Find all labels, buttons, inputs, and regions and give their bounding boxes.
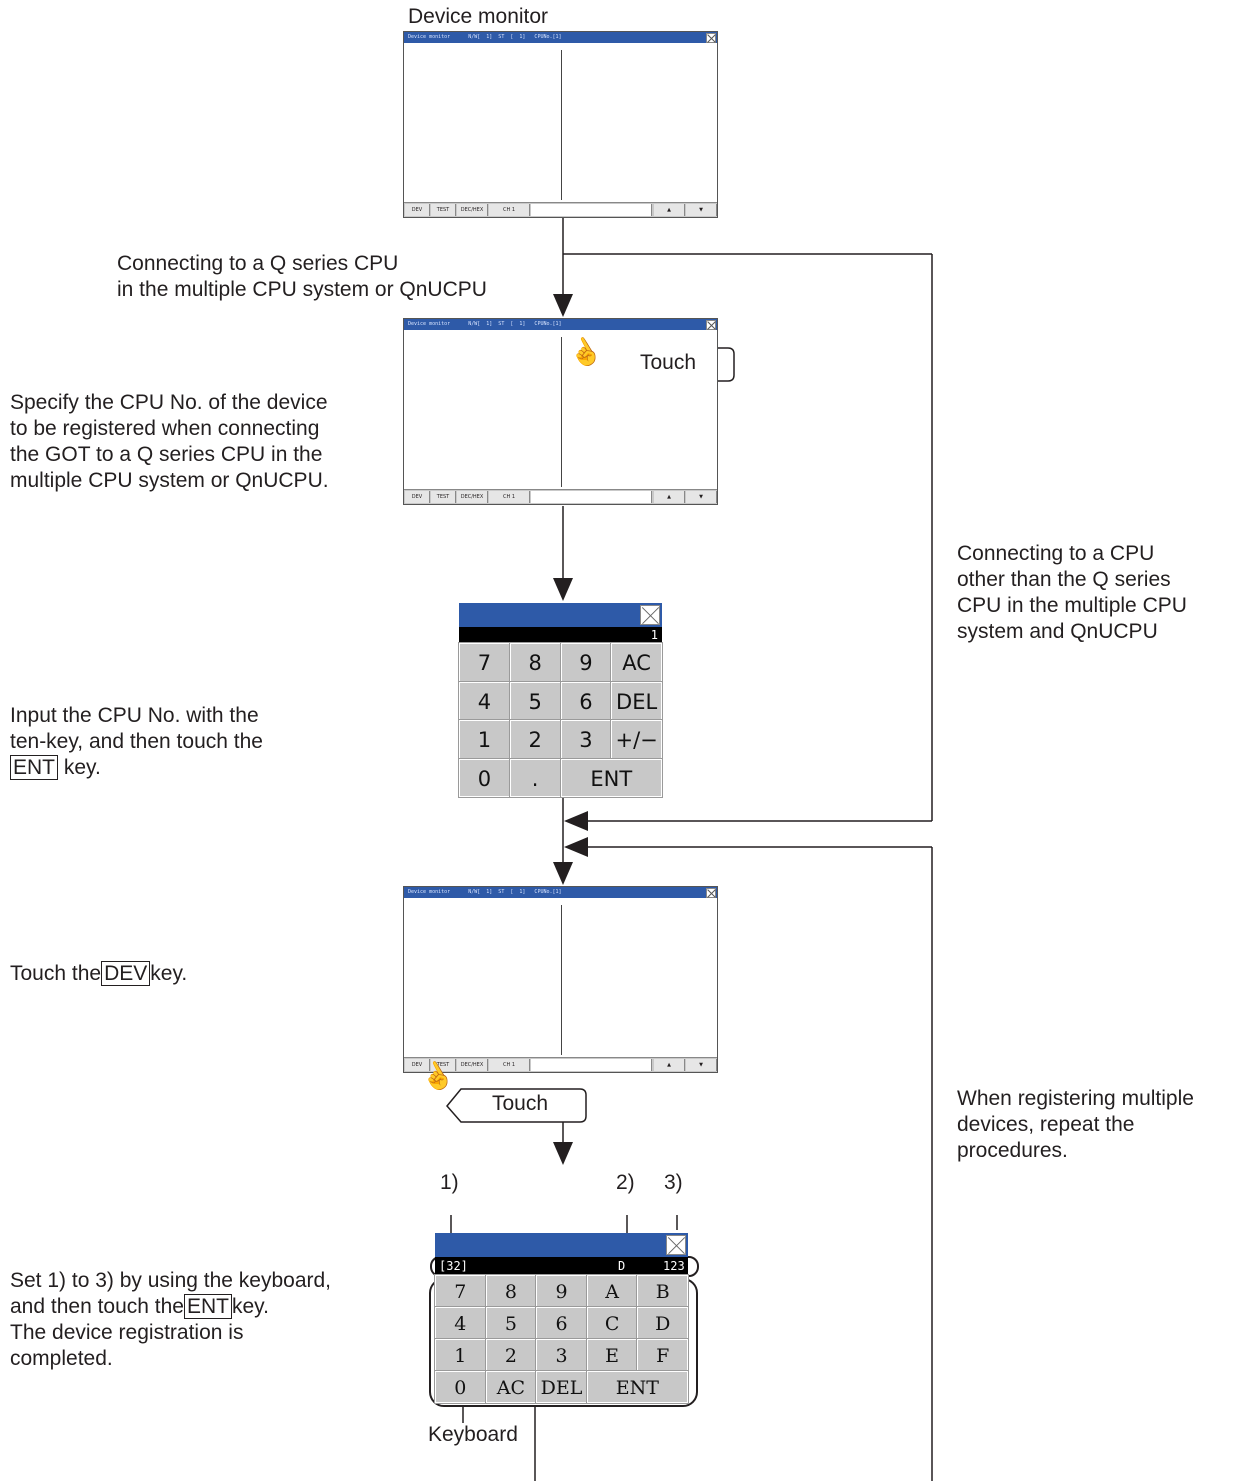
test-button[interactable]: TEST [431,204,456,216]
device-key-0[interactable]: 7 [434,1274,487,1308]
touch-label: Touch [491,1092,549,1115]
up-arrow-icon[interactable]: ▲ [654,491,685,503]
device-key-12[interactable]: 3 [535,1338,588,1372]
down-arrow-icon[interactable]: ▼ [686,204,717,216]
blank-field [531,491,652,503]
ten-key-1[interactable]: 8 [508,642,562,683]
callout-3: 3) [664,1171,683,1194]
branch-other-label: Connecting to a CPU other than the Q ser… [957,542,1187,643]
ten-key-title-bar [459,603,662,627]
device-key-2[interactable]: 9 [535,1274,588,1308]
dev-button[interactable]: DEV [405,204,430,216]
ten-key-4[interactable]: 4 [458,680,511,721]
callout-2: 2) [616,1171,635,1194]
keyboard-label: Keyboard [428,1423,518,1446]
dec-hex-button[interactable]: DEC/HEX [457,204,488,216]
close-icon[interactable] [666,1235,686,1255]
up-arrow-icon[interactable]: ▲ [654,1059,685,1071]
dec-hex-button[interactable]: DEC/HEX [457,491,488,503]
ten-key-2[interactable]: 9 [559,642,613,683]
close-icon[interactable] [640,605,660,625]
input-mode: 123 [663,1259,685,1273]
dec-hex-button[interactable]: DEC/HEX [457,1059,488,1071]
device-key-4[interactable]: B [636,1274,689,1308]
ten-key-8[interactable]: 1 [458,719,511,760]
ten-key-display: 1 [459,627,662,643]
up-arrow-icon[interactable]: ▲ [654,204,685,216]
step-specify-text: Specify the CPU No. of the device to be … [10,391,329,492]
window-button-bar: DEV TEST DEC/HEX CH 1 ▲ ▼ [404,489,717,504]
window-button-bar: DEV TEST DEC/HEX CH 1 ▲ ▼ [404,1057,717,1072]
ten-key-7[interactable]: DEL [610,680,663,721]
ten-key-5[interactable]: 5 [508,680,562,721]
device-key-16[interactable]: AC [484,1370,538,1404]
device-key-11[interactable]: 2 [484,1338,538,1372]
ch-button[interactable]: CH 1 [489,491,530,503]
window-title-bar: Device monitor N/W[ 1] ST [ 1] CPUNo.[1] [404,887,717,898]
column-divider [561,905,562,1055]
device-key-1[interactable]: 8 [484,1274,538,1308]
test-button[interactable]: TEST [431,491,456,503]
ch-button[interactable]: CH 1 [489,204,530,216]
ent-key-ref: ENT [183,1294,232,1319]
device-key-3[interactable]: A [585,1274,639,1308]
blank-field [531,1059,652,1071]
device-key-14[interactable]: F [636,1338,689,1372]
window-button-bar: DEV TEST DEC/HEX CH 1 ▲ ▼ [404,202,717,217]
callout-1: 1) [440,1171,459,1194]
keypad-display: [32] D 123 [435,1257,688,1275]
column-divider [561,337,562,487]
ten-key-13[interactable]: . [508,757,562,798]
ent-key-ref: ENT [10,755,58,780]
device-key-6[interactable]: 5 [484,1306,538,1340]
ten-key-12[interactable]: 0 [458,757,511,798]
ten-key-14[interactable]: ENT [559,757,663,798]
close-icon[interactable] [706,888,716,898]
keypad-title-bar [435,1233,688,1257]
down-arrow-icon[interactable]: ▼ [686,491,717,503]
column-divider [561,50,562,200]
window-title-bar: Device monitor N/W[ 1] ST [ 1] CPUNo.[1] [404,319,717,330]
device-monitor-window-1: Device monitor N/W[ 1] ST [ 1] CPUNo.[1]… [403,31,718,218]
device-key-9[interactable]: D [636,1306,689,1340]
ten-key-0[interactable]: 7 [458,642,511,683]
close-icon[interactable] [706,33,716,43]
down-arrow-icon[interactable]: ▼ [686,1059,717,1071]
dev-button[interactable]: DEV [405,491,430,503]
ten-key-6[interactable]: 6 [559,680,613,721]
register-size: [32] [439,1259,468,1273]
ten-key-11[interactable]: +/− [610,719,663,760]
device-key-15[interactable]: 0 [434,1370,487,1404]
window-title-bar: Device monitor N/W[ 1] ST [ 1] CPUNo.[1] [404,32,717,43]
blank-field [531,204,652,216]
ten-key-10[interactable]: 3 [559,719,613,760]
ch-button[interactable]: CH 1 [489,1059,530,1071]
test-button[interactable]: TEST [431,1059,456,1071]
branch-q-label: Connecting to a Q series CPU in the mult… [117,252,487,301]
close-icon[interactable] [706,320,716,330]
repeat-note: When registering multiple devices, repea… [957,1087,1194,1162]
ten-key-9[interactable]: 2 [508,719,562,760]
page-title: Device monitor [408,5,549,28]
device-key-8[interactable]: C [585,1306,639,1340]
step-set-text: Set 1) to 3) by using the keyboard, and … [10,1269,332,1370]
device-monitor-window-2: Device monitor N/W[ 1] ST [ 1] CPUNo.[1]… [403,318,718,505]
dev-key-ref: DEV [101,961,151,986]
device-key-13[interactable]: E [585,1338,639,1372]
touch-label: Touch [639,351,697,374]
device-monitor-window-3: Device monitor N/W[ 1] ST [ 1] CPUNo.[1]… [403,886,718,1073]
device-name: D [618,1259,626,1273]
device-key-17[interactable]: DEL [535,1370,588,1404]
step-input-text: Input the CPU No. with the ten-key, and … [10,704,263,780]
device-key-10[interactable]: 1 [434,1338,487,1372]
device-key-5[interactable]: 4 [434,1306,487,1340]
device-key-18[interactable]: ENT [585,1370,689,1404]
ten-key-3[interactable]: AC [610,642,663,683]
dev-button[interactable]: DEV [405,1059,430,1071]
device-key-7[interactable]: 6 [535,1306,588,1340]
